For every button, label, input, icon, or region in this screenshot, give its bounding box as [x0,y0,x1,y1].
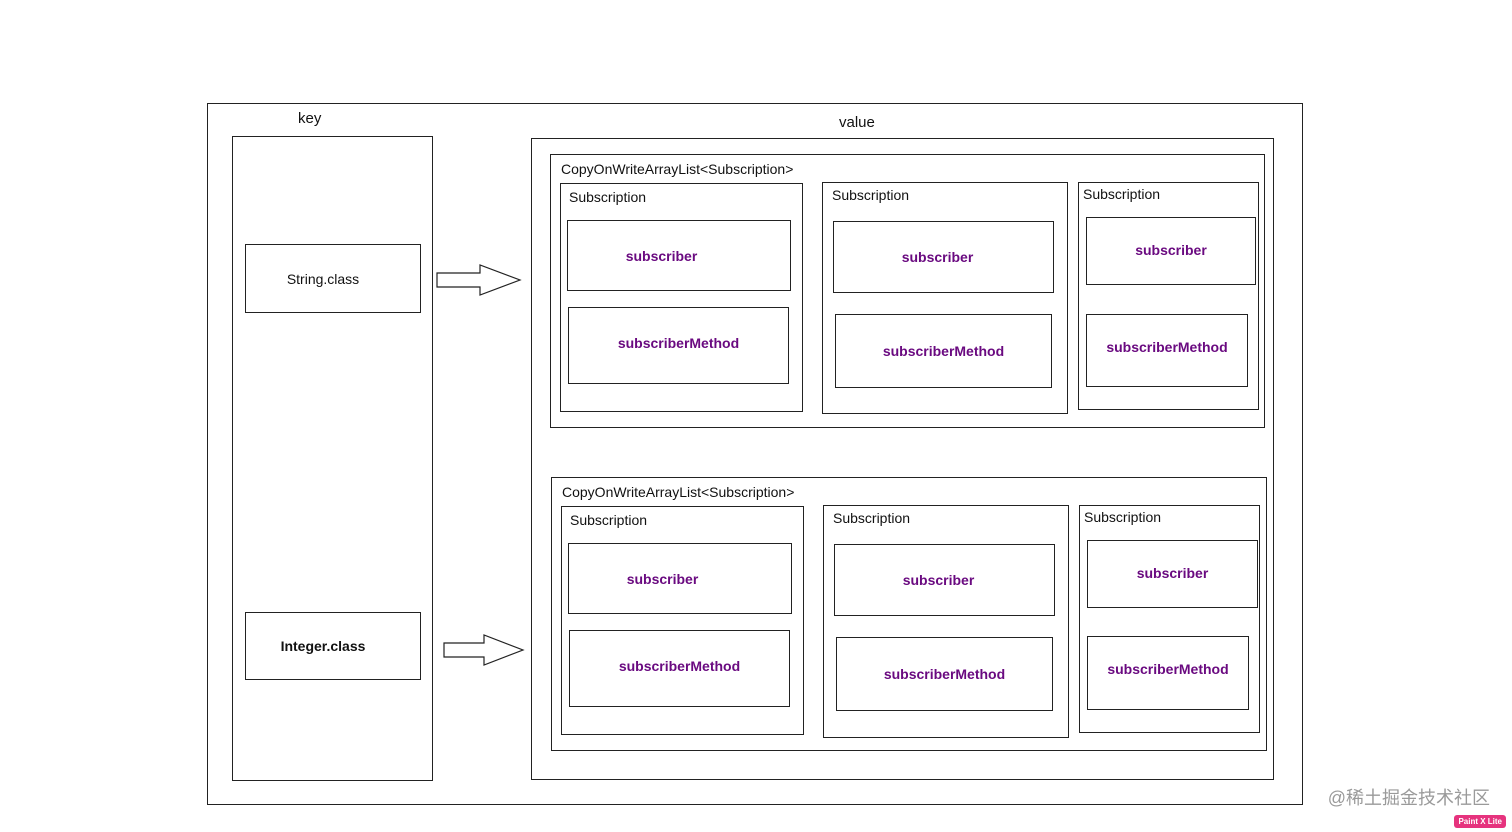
subscriber-method-box: subscriberMethod [568,307,789,384]
subscriber-method-box: subscriberMethod [1087,636,1249,710]
subscriber-method-box: subscriberMethod [569,630,790,707]
subscriber-method-box: subscriberMethod [1086,314,1248,387]
subscriber-label: subscriber [1135,242,1207,258]
subscriber-box: subscriber [568,543,792,614]
subscription-title: Subscription [569,189,647,205]
subscriber-method-label: subscriberMethod [882,343,1005,359]
subscriber-method-label: subscriberMethod [617,335,740,351]
key-integer-class: Integer.class [245,612,421,680]
list-title: CopyOnWriteArrayList<Subscription> [562,484,795,500]
subscription-title: Subscription [1084,509,1162,525]
subscription-title: Subscription [570,512,648,528]
subscriber-box: subscriber [834,544,1055,616]
paint-x-lite-badge: Paint X Lite [1454,815,1506,828]
key-integer-class-label: Integer.class [280,638,366,654]
watermark: @稀土掘金技术社区 [1327,788,1490,808]
subscription-title: Subscription [832,187,910,203]
subscriber-label: subscriber [901,249,974,265]
subscriber-method-label: subscriberMethod [883,666,1006,682]
key-string-class: String.class [245,244,421,313]
subscriber-method-box: subscriberMethod [835,314,1052,388]
subscriber-method-label: subscriberMethod [1107,661,1229,677]
list-title: CopyOnWriteArrayList<Subscription> [561,161,794,177]
key-string-class-label: String.class [286,270,360,287]
subscriber-box: subscriber [1086,217,1256,285]
subscription-title: Subscription [833,510,911,526]
key-label: key [298,110,322,127]
subscriber-method-box: subscriberMethod [836,637,1053,711]
subscriber-label: subscriber [625,247,698,264]
subscriber-label: subscriber [626,570,699,587]
key-column [232,136,433,781]
subscription-title: Subscription [1083,186,1161,202]
subscriber-label: subscriber [1136,565,1209,581]
subscriber-box: subscriber [833,221,1054,293]
subscriber-method-label: subscriberMethod [618,658,741,674]
value-label: value [839,114,875,131]
subscriber-label: subscriber [902,572,975,588]
subscriber-box: subscriber [1087,540,1258,608]
arrow-right-icon [443,634,525,666]
arrow-right-icon [436,264,522,296]
subscriber-box: subscriber [567,220,791,291]
subscriber-method-label: subscriberMethod [1106,338,1228,355]
